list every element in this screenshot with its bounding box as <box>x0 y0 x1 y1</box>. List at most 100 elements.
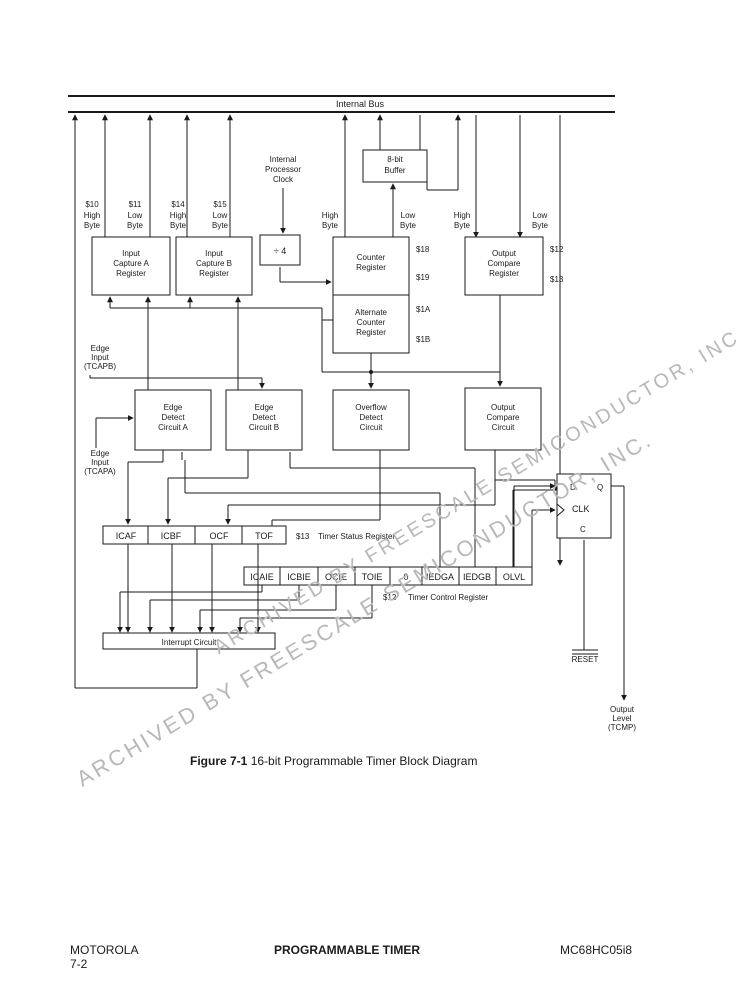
svg-text:Compare: Compare <box>488 259 521 268</box>
footer-part-number: MC68HC05i8 <box>560 943 633 957</box>
status-register-label: Timer Status Register <box>318 532 395 541</box>
footer-page-number: 7-2 <box>70 957 88 971</box>
svg-text:Byte: Byte <box>454 221 471 230</box>
svg-text:Circuit: Circuit <box>360 423 383 432</box>
svg-text:Processor: Processor <box>265 165 301 174</box>
svg-text:D: D <box>570 483 576 492</box>
input-capture-b-register: Input Capture B Register <box>175 236 253 296</box>
svg-text:Register: Register <box>356 328 386 337</box>
svg-text:Byte: Byte <box>212 221 229 230</box>
svg-text:Buffer: Buffer <box>384 166 406 175</box>
figure-number: Figure 7-1 <box>190 754 248 768</box>
interrupt-circuit: Interrupt Circuit <box>74 632 276 689</box>
svg-text:Register: Register <box>199 269 229 278</box>
control-bit-toie: TOIE <box>362 572 383 582</box>
svg-text:Compare: Compare <box>487 413 520 422</box>
timer-status-register: ICAF ICBF OCF TOF $13 Timer Status Regis… <box>102 525 395 545</box>
divide-by-four: ÷ 4 <box>259 234 332 285</box>
svg-text:High: High <box>84 211 100 220</box>
svg-text:Byte: Byte <box>84 221 101 230</box>
capture-strobes <box>145 296 241 390</box>
control-bit-iedga: IEDGA <box>426 572 454 582</box>
svg-text:Input: Input <box>91 353 110 362</box>
svg-text:Input: Input <box>91 458 110 467</box>
status-register-address: $13 <box>296 532 310 541</box>
counter-capture-path <box>107 295 503 389</box>
svg-text:Clock: Clock <box>273 175 294 184</box>
control-bit-olvl: OLVL <box>503 572 525 582</box>
svg-text:Edge: Edge <box>91 344 110 353</box>
svg-text:Circuit A: Circuit A <box>158 423 188 432</box>
svg-text:$12: $12 <box>550 245 564 254</box>
control-register-address: $12 <box>383 593 397 602</box>
svg-text:Capture A: Capture A <box>113 259 149 268</box>
svg-text:Low: Low <box>213 211 228 220</box>
svg-text:Internal: Internal <box>270 155 297 164</box>
processor-clock: Internal Processor Clock <box>265 155 301 234</box>
control-bit-icbie: ICBIE <box>287 572 311 582</box>
control-bit-zero: 0 <box>403 572 408 582</box>
svg-text:$13: $13 <box>550 275 564 284</box>
svg-text:Low: Low <box>401 211 416 220</box>
svg-text:Q: Q <box>597 483 603 492</box>
svg-text:Register: Register <box>116 269 146 278</box>
svg-text:Detect: Detect <box>359 413 383 422</box>
svg-text:Circuit: Circuit <box>492 423 515 432</box>
eight-bit-buffer: 8-bit Buffer <box>362 149 428 237</box>
svg-text:High: High <box>322 211 338 220</box>
edge-input-tcapb: Edge Input (TCAPB) <box>84 344 265 389</box>
control-bit-iedgb: IEDGB <box>463 572 491 582</box>
svg-text:(TCAPA): (TCAPA) <box>84 467 116 476</box>
status-bit-tof: TOF <box>255 531 273 541</box>
svg-text:CLK: CLK <box>572 504 590 514</box>
svg-text:Overflow: Overflow <box>355 403 387 412</box>
edge-input-tcapa: Edge Input (TCAPA) <box>84 415 134 476</box>
svg-text:$1B: $1B <box>416 335 430 344</box>
bus-connections <box>72 114 563 640</box>
svg-text:Register: Register <box>356 263 386 272</box>
svg-text:$1A: $1A <box>416 305 431 314</box>
svg-text:High: High <box>454 211 470 220</box>
svg-text:(TCAPB): (TCAPB) <box>84 362 116 371</box>
svg-text:Capture B: Capture B <box>196 259 232 268</box>
svg-text:Counter: Counter <box>357 253 386 262</box>
internal-bus-label: Internal Bus <box>336 99 385 109</box>
footer-section-title: PROGRAMMABLE TIMER <box>274 943 420 957</box>
svg-text:Circuit B: Circuit B <box>249 423 279 432</box>
svg-text:Byte: Byte <box>322 221 339 230</box>
svg-text:Detect: Detect <box>252 413 276 422</box>
output-level: Output Level (TCMP) <box>608 705 636 732</box>
svg-text:(TCMP): (TCMP) <box>608 723 636 732</box>
internal-bus: Internal Bus <box>68 95 615 113</box>
svg-text:$10: $10 <box>85 200 99 209</box>
counter-addresses: $18 $19 $1A $1B <box>416 245 431 344</box>
edge-detect-circuit-a: Edge Detect Circuit A <box>134 389 212 451</box>
edge-detect-circuit-b: Edge Detect Circuit B <box>225 389 303 451</box>
svg-text:Register: Register <box>489 269 519 278</box>
svg-text:Detect: Detect <box>161 413 185 422</box>
svg-text:Interrupt Circuit: Interrupt Circuit <box>162 638 217 647</box>
svg-text:Counter: Counter <box>357 318 386 327</box>
svg-text:$19: $19 <box>416 273 430 282</box>
status-bit-ocf: OCF <box>210 531 230 541</box>
input-capture-a-register: Input Capture A Register <box>91 236 171 296</box>
svg-text:$14: $14 <box>171 200 185 209</box>
flag-lines <box>125 450 561 526</box>
svg-text:Byte: Byte <box>400 221 417 230</box>
svg-text:Edge: Edge <box>164 403 183 412</box>
svg-text:Edge: Edge <box>255 403 274 412</box>
svg-text:Output: Output <box>492 249 517 258</box>
output-compare-circuit: Output Compare Circuit <box>464 387 542 451</box>
svg-text:Byte: Byte <box>170 221 187 230</box>
svg-text:C: C <box>580 525 586 534</box>
status-bit-icaf: ICAF <box>116 531 137 541</box>
reset-input: RESET <box>572 649 598 664</box>
figure-caption: Figure 7-1 16-bit Programmable Timer Blo… <box>190 754 477 768</box>
control-register-label: Timer Control Register <box>408 593 489 602</box>
counter-register: Counter Register <box>332 236 410 296</box>
footer-left: MOTOROLA 7-2 <box>70 943 138 971</box>
svg-text:$11: $11 <box>129 200 142 209</box>
svg-text:$18: $18 <box>416 245 430 254</box>
footer-company: MOTOROLA <box>70 943 139 957</box>
